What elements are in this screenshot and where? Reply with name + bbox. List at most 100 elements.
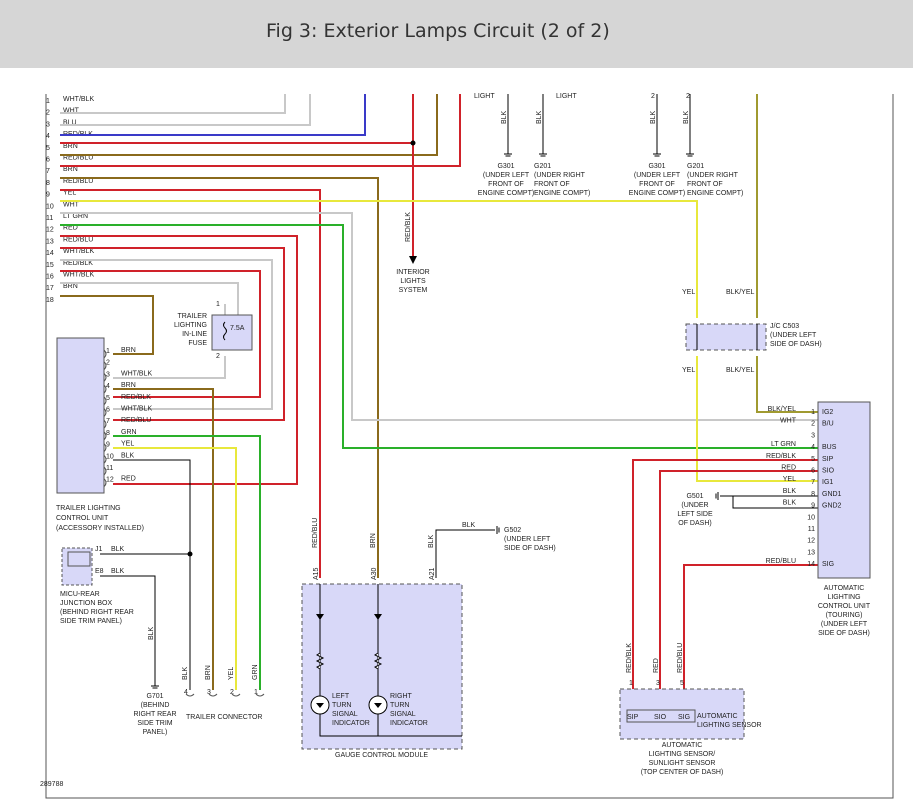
fuse-text: FUSE xyxy=(188,340,207,347)
tlcu-text: TRAILER LIGHTING xyxy=(56,505,121,512)
wire-whtblk-3 xyxy=(113,356,226,379)
pin-connector-icon xyxy=(103,373,107,382)
splice-dot xyxy=(410,140,416,146)
sensor-text: SUNLIGHT SENSOR xyxy=(649,760,716,767)
wire-label: YEL xyxy=(63,190,76,197)
wire-wht-up xyxy=(60,94,286,114)
wire-red-12 xyxy=(60,235,298,485)
wire-number: 16 xyxy=(46,274,54,281)
wire-label: BRN xyxy=(63,283,78,290)
pin-number: 1 xyxy=(629,680,633,687)
pin-number: 2 xyxy=(686,93,690,100)
wire-label: RED/BLU xyxy=(63,155,93,162)
pin-connector-icon xyxy=(103,419,107,429)
ground-text: (UNDER LEFT xyxy=(483,172,530,179)
sensor-text: LIGHTING SENSOR/ xyxy=(649,751,716,758)
pin-name: SIG xyxy=(822,561,834,568)
ground-icon xyxy=(496,526,500,534)
ground-text: G502 xyxy=(504,527,521,534)
wire-label: WHT/BLK xyxy=(63,96,94,103)
wire-label: BRN xyxy=(121,382,136,389)
pin-number: 1 xyxy=(106,348,110,355)
wire-wht2-up xyxy=(60,94,311,126)
wire-label: BLK/YEL xyxy=(726,289,755,296)
wire-label: WHT xyxy=(63,201,80,208)
splice-dots xyxy=(187,140,416,557)
pin-connector-icon xyxy=(103,361,107,371)
diagram-frame xyxy=(45,94,894,799)
ground-text: (UNDER LEFT xyxy=(504,536,551,543)
pin-name: SIP xyxy=(627,714,639,721)
diode-icon xyxy=(316,614,324,620)
ground-text: G701 xyxy=(146,693,163,700)
gauge-box xyxy=(301,583,463,750)
wire-label-blk: BLK xyxy=(501,110,508,124)
ground-text: G501 xyxy=(686,493,703,500)
wire-number: 12 xyxy=(46,227,54,234)
wire-label: WHT xyxy=(63,108,80,115)
wire-number: 1 xyxy=(46,98,50,105)
light-label: LIGHT xyxy=(474,93,495,100)
pin-id: A21 xyxy=(429,567,436,580)
wire-whtblk-fuse xyxy=(60,282,239,320)
tlcu-box xyxy=(56,337,105,494)
pin-connector-icon xyxy=(103,349,107,359)
fuse-box xyxy=(211,314,253,351)
micu-text: JUNCTION BOX xyxy=(60,600,112,607)
wire-label: YEL xyxy=(682,367,695,374)
jc503-text: SIDE OF DASH) xyxy=(770,341,822,348)
wire-number: 2 xyxy=(46,110,50,117)
alcu-text: AUTOMATIC xyxy=(824,585,865,592)
ground-text: ENGINE COMPT) xyxy=(629,190,685,197)
jc503-box xyxy=(685,323,767,351)
trailer-connector-label: TRAILER CONNECTOR xyxy=(186,714,263,721)
title-bar: Fig 3: Exterior Lamps Circuit (2 of 2) xyxy=(0,0,913,68)
wire-label: RED/BLU xyxy=(63,236,93,243)
gauge-module-label: GAUGE CONTROL MODULE xyxy=(335,752,428,759)
pin-number: 6 xyxy=(106,407,110,414)
pin-number: 1 xyxy=(811,409,815,416)
wire-label: RED xyxy=(63,225,78,232)
indicator-text: RIGHT xyxy=(390,693,413,700)
ground-text: SIDE TRIM xyxy=(137,720,172,727)
ground-text: G201 xyxy=(687,163,704,170)
wire-number: 9 xyxy=(46,192,50,199)
wire-redblk-5 xyxy=(60,270,261,398)
pin-number: 12 xyxy=(807,538,815,545)
pin-number: 2 xyxy=(811,421,815,428)
ground-text: LEFT SIDE xyxy=(677,511,713,518)
pin-number: 11 xyxy=(106,465,113,472)
pin-connector-icon xyxy=(103,408,107,417)
pin-name: SIP xyxy=(822,456,834,463)
interior-text: INTERIOR xyxy=(396,269,429,276)
micu-text: (BEHIND RIGHT REAR xyxy=(60,609,134,616)
sensor-text: LIGHTING SENSOR xyxy=(697,722,762,729)
wire-label: WHT/BLK xyxy=(63,248,94,255)
sensor-text: AUTOMATIC xyxy=(697,713,738,720)
wire-blk-g502 xyxy=(435,529,495,578)
wire-number: 11 xyxy=(46,215,53,222)
alcu-text: LIGHTING xyxy=(827,594,860,601)
wire-redblu-sig xyxy=(683,564,818,693)
pin-connector-icon xyxy=(103,384,107,394)
pin-number: 7 xyxy=(106,418,110,425)
ground-text: FRONT OF xyxy=(488,181,524,188)
wire-label: BRN xyxy=(63,166,78,173)
wire-label: BRN xyxy=(370,533,377,548)
micu-text: SIDE TRIM PANEL) xyxy=(60,618,122,625)
pin-number: 2 xyxy=(106,360,110,367)
wire-label: RED/BLU xyxy=(63,178,93,185)
wire-redblk-sip xyxy=(632,459,818,693)
alcu-box xyxy=(817,401,871,579)
wire-label: BRN xyxy=(63,143,78,150)
